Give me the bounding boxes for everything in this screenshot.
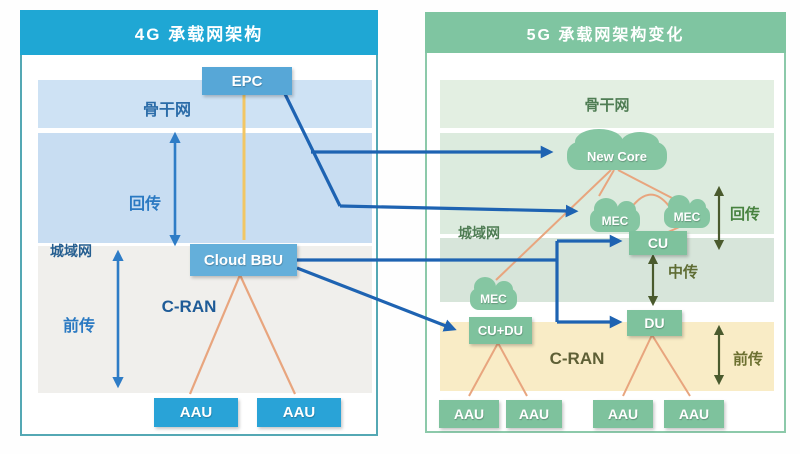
- node-cu: CU: [629, 231, 687, 255]
- node-cloud-bbu-label: Cloud BBU: [203, 251, 284, 269]
- metro-label-5g: 城域网: [458, 225, 500, 241]
- fronthaul-label-5g: 前传: [733, 351, 764, 368]
- node-aau-4g-2: AAU: [257, 398, 341, 427]
- node-aau-5g-1: AAU: [439, 400, 499, 428]
- node-epc: EPC: [202, 67, 292, 95]
- mec-cloud-top-left: MEC: [590, 197, 640, 232]
- node-epc-label: EPC: [231, 72, 263, 90]
- panel-4g: 4G 承载网架构 骨干网 回传 城域网 C-RAN 前传 EPC Cloud B…: [20, 10, 378, 436]
- node-aau-4g-1: AAU: [154, 398, 238, 427]
- node-aau-5g-2-label: AAU: [518, 406, 550, 422]
- new-core-cloud-label: New Core: [587, 148, 647, 164]
- mec-cloud-top-left-label: MEC: [601, 213, 629, 228]
- node-du-label: DU: [644, 315, 665, 331]
- backbone-band-5g: [440, 80, 774, 128]
- panel-5g-title: 5G 承载网架构变化: [526, 26, 685, 44]
- fronthaul-label-4g: 前传: [62, 318, 95, 335]
- backbone-label-5g: 骨干网: [584, 97, 630, 114]
- node-aau-5g-4: AAU: [664, 400, 724, 428]
- panel-4g-title: 4G 承载网架构: [134, 25, 264, 44]
- metro-label-4g: 城域网: [50, 243, 92, 259]
- panel-5g: 5G 承载网架构变化 骨干网 城域网 回传 中传 C-RAN 前传 New Co…: [425, 12, 786, 433]
- mec-cloud-top-right: MEC: [664, 195, 710, 228]
- node-cu-du-label: CU+DU: [477, 323, 524, 338]
- node-cloud-bbu: Cloud BBU: [190, 244, 297, 276]
- node-cu-label: CU: [647, 235, 669, 251]
- cran-label-5g: C-RAN: [549, 349, 605, 368]
- node-aau-5g-1-label: AAU: [453, 406, 485, 422]
- backhaul-label-4g: 回传: [128, 196, 161, 213]
- backhaul-band-4g: [38, 133, 372, 243]
- cran-label-4g: C-RAN: [161, 297, 217, 316]
- node-du: DU: [627, 310, 682, 336]
- mec-cloud-top-right-label: MEC: [673, 210, 701, 224]
- mec-cloud-lower-label: MEC: [480, 292, 507, 306]
- node-cu-du: CU+DU: [469, 317, 532, 344]
- midhaul-label-5g: 中传: [668, 264, 699, 281]
- panel-5g-header: 5G 承载网架构变化: [425, 12, 786, 53]
- new-core-cloud: New Core: [567, 128, 667, 170]
- node-aau-5g-4-label: AAU: [678, 406, 710, 422]
- node-aau-4g-1-label: AAU: [179, 404, 213, 421]
- backbone-label-4g: 骨干网: [142, 102, 191, 119]
- node-aau-5g-3-label: AAU: [607, 406, 639, 422]
- node-aau-5g-3: AAU: [593, 400, 653, 428]
- mec-cloud-lower: MEC: [470, 277, 517, 310]
- backhaul-label-5g: 回传: [730, 206, 761, 223]
- panel-4g-header: 4G 承载网架构: [20, 10, 378, 55]
- node-aau-4g-2-label: AAU: [282, 404, 316, 421]
- node-aau-5g-2: AAU: [506, 400, 562, 428]
